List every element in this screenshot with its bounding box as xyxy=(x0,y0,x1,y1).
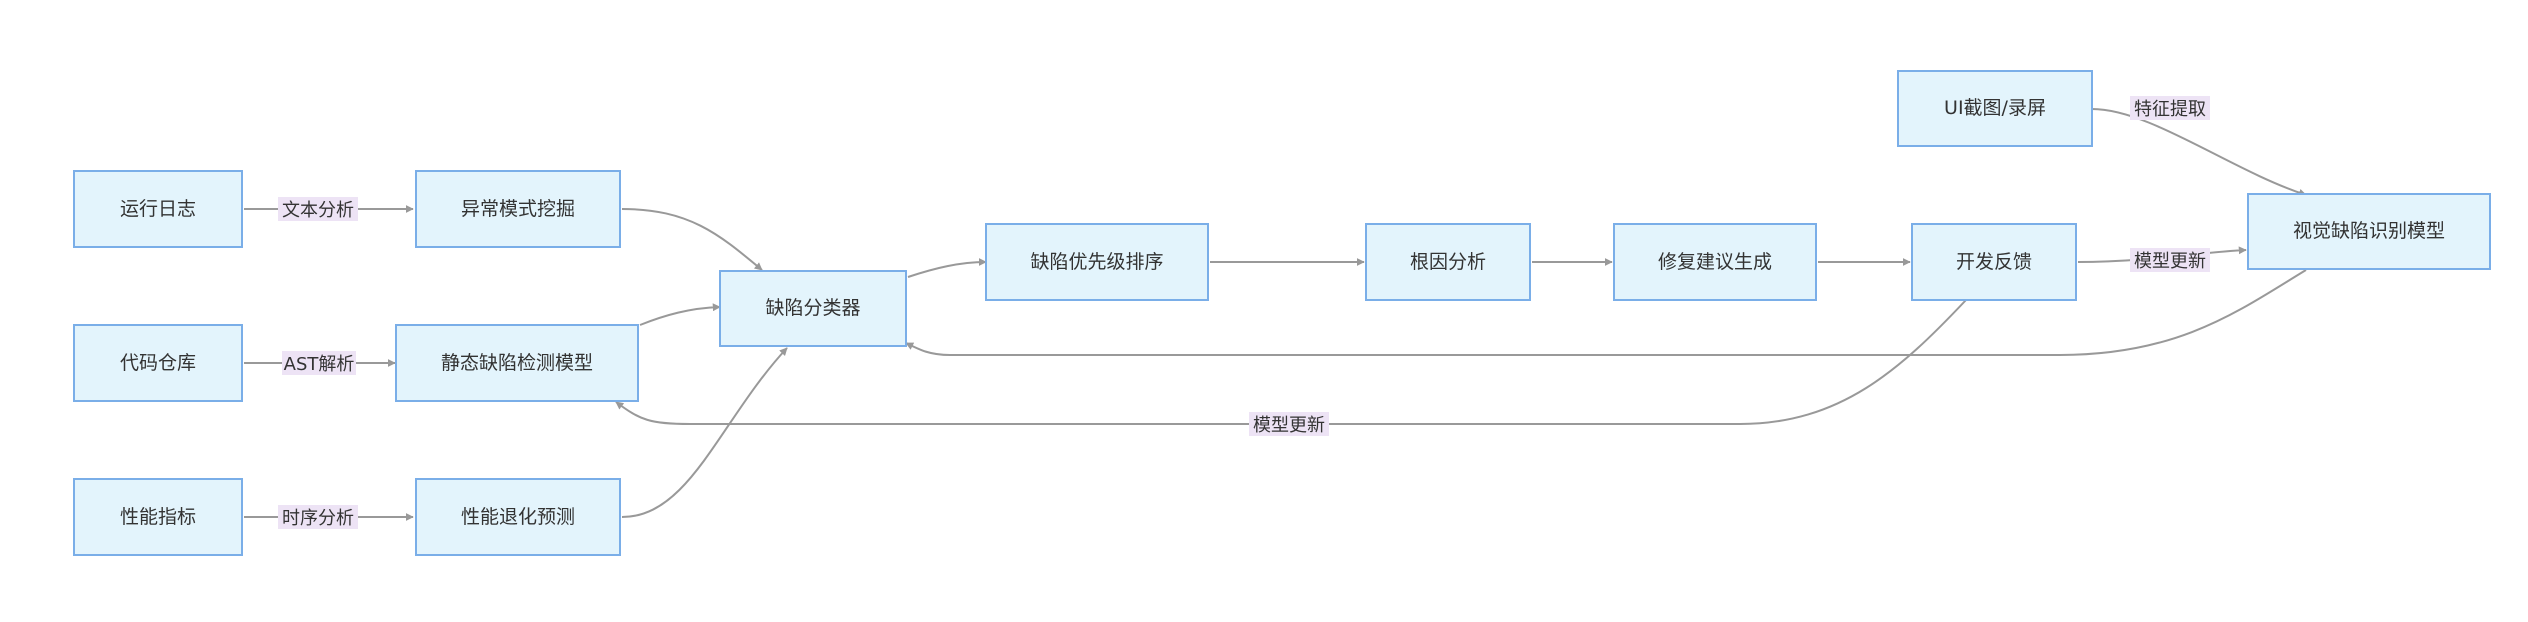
edge-label-text: 时序分析 xyxy=(282,508,354,529)
edge-label-text: 文本分析 xyxy=(282,200,354,221)
node-perf-metrics: 性能指标 xyxy=(73,478,243,556)
node-code-repo: 代码仓库 xyxy=(73,324,243,402)
edge-static-to-classifier xyxy=(639,303,721,326)
node-root-cause: 根因分析 xyxy=(1365,223,1531,301)
node-label: 视觉缺陷识别模型 xyxy=(2293,220,2445,242)
node-label: 开发反馈 xyxy=(1956,251,2032,273)
edge-label-model-update-bottom: 模型更新 xyxy=(1249,412,1329,436)
edge-label-text: AST解析 xyxy=(284,354,355,375)
node-static-model: 静态缺陷检测模型 xyxy=(395,324,639,402)
node-label: 静态缺陷检测模型 xyxy=(441,352,593,374)
edge-label-text-analysis: 文本分析 xyxy=(278,197,358,221)
edge-visual-to-classifier xyxy=(905,269,2307,356)
edge-label-text: 特征提取 xyxy=(2134,99,2206,120)
edge-prediction-to-classifier xyxy=(621,347,788,518)
node-defect-classifier: 缺陷分类器 xyxy=(719,270,907,347)
node-label: 根因分析 xyxy=(1410,251,1486,273)
edge-feedback-to-static xyxy=(615,299,1967,425)
node-dev-feedback: 开发反馈 xyxy=(1911,223,2077,301)
edge-ui-to-visual xyxy=(2091,108,2307,197)
node-label: 修复建议生成 xyxy=(1658,251,1772,273)
node-fix-suggestion: 修复建议生成 xyxy=(1613,223,1817,301)
edge-label-ast-parse: AST解析 xyxy=(282,351,356,375)
edge-label-feature-extract: 特征提取 xyxy=(2130,96,2210,120)
node-priority-sort: 缺陷优先级排序 xyxy=(985,223,1209,301)
node-ui-capture: UI截图/录屏 xyxy=(1897,70,2093,147)
edge-label-timeseries-analysis: 时序分析 xyxy=(278,505,358,529)
edge-label-text: 模型更新 xyxy=(1253,415,1325,436)
node-perf-prediction: 性能退化预测 xyxy=(415,478,621,556)
node-label: 性能退化预测 xyxy=(461,506,575,528)
edge-label-text: 模型更新 xyxy=(2134,251,2206,272)
edge-label-model-update-top: 模型更新 xyxy=(2130,248,2210,272)
node-label: 代码仓库 xyxy=(120,352,196,374)
node-anomaly-mining: 异常模式挖掘 xyxy=(415,170,621,248)
node-label: 运行日志 xyxy=(120,198,196,220)
node-run-logs: 运行日志 xyxy=(73,170,243,248)
edge-anomaly-to-classifier xyxy=(621,208,763,271)
node-visual-model: 视觉缺陷识别模型 xyxy=(2247,193,2491,270)
node-label: UI截图/录屏 xyxy=(1944,97,2046,119)
node-label: 性能指标 xyxy=(120,506,196,528)
node-label: 异常模式挖掘 xyxy=(461,198,575,220)
edge-classifier-to-priority xyxy=(907,258,987,278)
node-label: 缺陷分类器 xyxy=(765,297,860,319)
node-label: 缺陷优先级排序 xyxy=(1030,251,1163,273)
